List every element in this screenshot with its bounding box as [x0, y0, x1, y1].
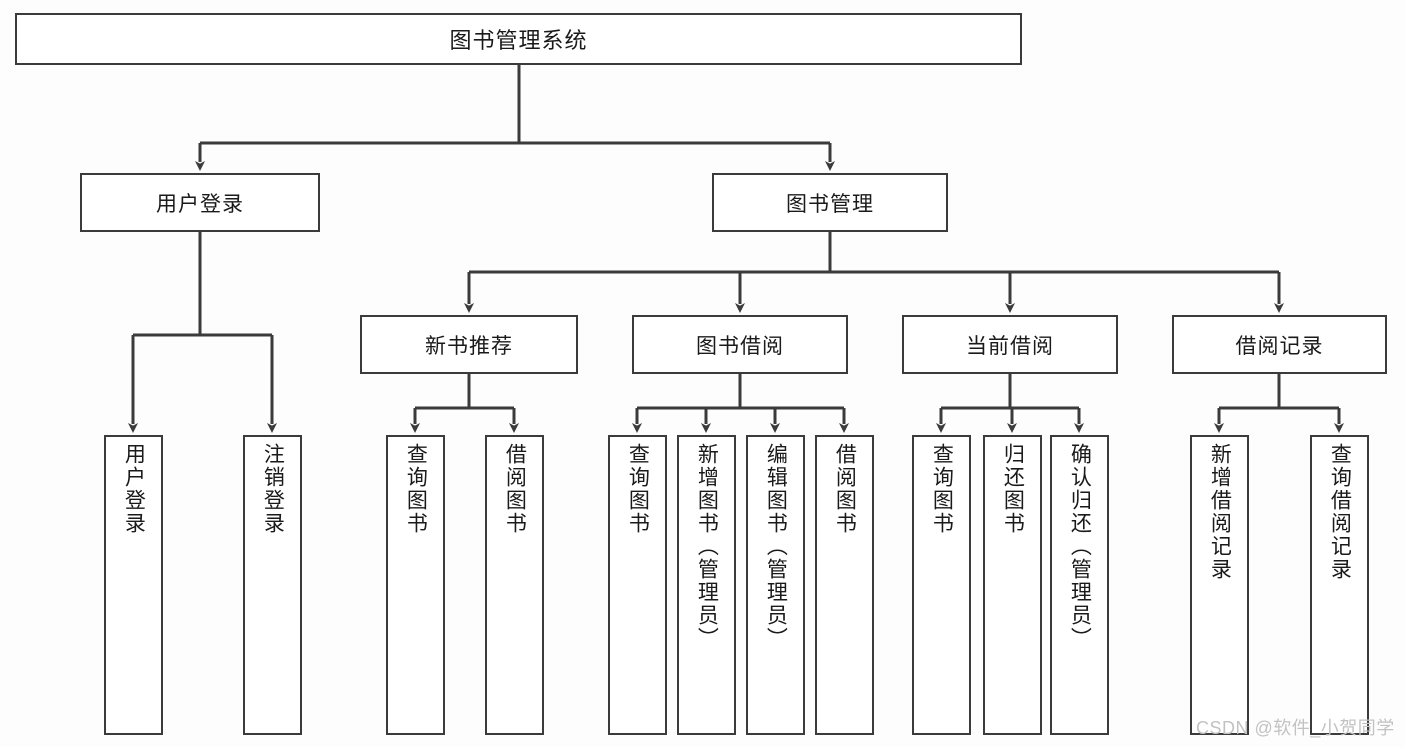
node-label: 新书推荐 — [425, 334, 513, 358]
node-label: 借阅图书 — [833, 443, 857, 535]
node-label: 借阅记录 — [1235, 334, 1324, 358]
node-label: 确认归还（管理员） — [1068, 443, 1092, 650]
node-level2-user-login[interactable]: 用户登录 — [80, 173, 320, 232]
leaf-add-borrow-record[interactable]: 新增借阅记录 — [1190, 435, 1249, 735]
leaf-logout[interactable]: 注销登录 — [243, 435, 302, 735]
node-level2-book-management[interactable]: 图书管理 — [712, 173, 948, 232]
node-label: 新增借阅记录 — [1208, 443, 1232, 581]
node-label: 用户登录 — [156, 192, 244, 216]
node-label: 查询图书 — [626, 443, 650, 535]
node-label: 借阅图书 — [503, 443, 527, 535]
node-label: 查询借阅记录 — [1328, 443, 1352, 581]
leaf-add-book-admin[interactable]: 新增图书（管理员） — [677, 435, 736, 735]
node-label: 图书管理系统 — [449, 28, 588, 53]
leaf-return-book[interactable]: 归还图书 — [983, 435, 1042, 735]
leaf-query-book-recommend[interactable]: 查询图书 — [386, 435, 445, 735]
node-label: 图书借阅 — [696, 334, 784, 358]
leaf-query-borrow-record[interactable]: 查询借阅记录 — [1310, 435, 1369, 735]
leaf-borrow-book[interactable]: 借阅图书 — [815, 435, 874, 735]
watermark: CSDN @软件_小贺同学 — [1196, 718, 1395, 738]
leaf-borrow-book-recommend[interactable]: 借阅图书 — [485, 435, 544, 735]
node-level3-current-borrow[interactable]: 当前借阅 — [902, 315, 1118, 374]
node-label: 查询图书 — [404, 443, 428, 535]
node-label: 归还图书 — [1001, 443, 1025, 535]
leaf-query-book-current[interactable]: 查询图书 — [912, 435, 971, 735]
node-label: 查询图书 — [930, 443, 954, 535]
node-label: 新增图书（管理员） — [695, 443, 719, 650]
node-label: 编辑图书（管理员） — [764, 443, 788, 650]
node-label: 注销登录 — [261, 443, 285, 535]
node-level3-new-book-recommend[interactable]: 新书推荐 — [360, 315, 578, 374]
node-label: 用户登录 — [122, 443, 146, 535]
node-level3-book-borrow[interactable]: 图书借阅 — [632, 315, 848, 374]
node-label: 图书管理 — [786, 192, 874, 216]
leaf-query-book-borrow[interactable]: 查询图书 — [608, 435, 667, 735]
leaf-user-login[interactable]: 用户登录 — [104, 435, 163, 735]
node-label: 当前借阅 — [966, 334, 1054, 358]
leaf-confirm-return-admin[interactable]: 确认归还（管理员） — [1050, 435, 1109, 735]
leaf-edit-book-admin[interactable]: 编辑图书（管理员） — [746, 435, 805, 735]
node-level3-borrow-record[interactable]: 借阅记录 — [1172, 315, 1387, 374]
node-root[interactable]: 图书管理系统 — [15, 13, 1022, 65]
